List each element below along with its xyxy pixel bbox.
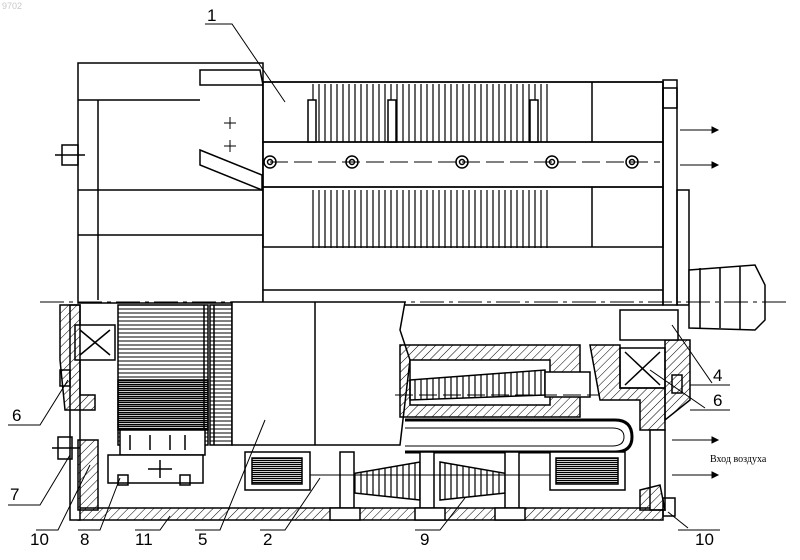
callout-11: 11 xyxy=(135,530,153,549)
callout-6-right: 6 xyxy=(713,391,722,410)
callout-6-left: 6 xyxy=(12,406,21,425)
upper-external-view xyxy=(55,63,765,330)
callout-5: 5 xyxy=(198,530,207,549)
callout-1: 1 xyxy=(207,6,216,25)
lower-section-view xyxy=(52,302,718,520)
callout-4: 4 xyxy=(713,366,722,385)
callout-10-right: 10 xyxy=(695,530,714,549)
callout-7: 7 xyxy=(10,485,19,504)
callout-8: 8 xyxy=(80,530,89,549)
callout-9: 9 xyxy=(420,530,429,549)
air-outlet-arrows xyxy=(680,127,718,168)
air-inlet-label: Вход воздуха xyxy=(710,454,767,465)
callout-2: 2 xyxy=(263,530,272,549)
watermark-text: 9702 xyxy=(2,1,22,11)
callout-10-left: 10 xyxy=(30,530,49,549)
